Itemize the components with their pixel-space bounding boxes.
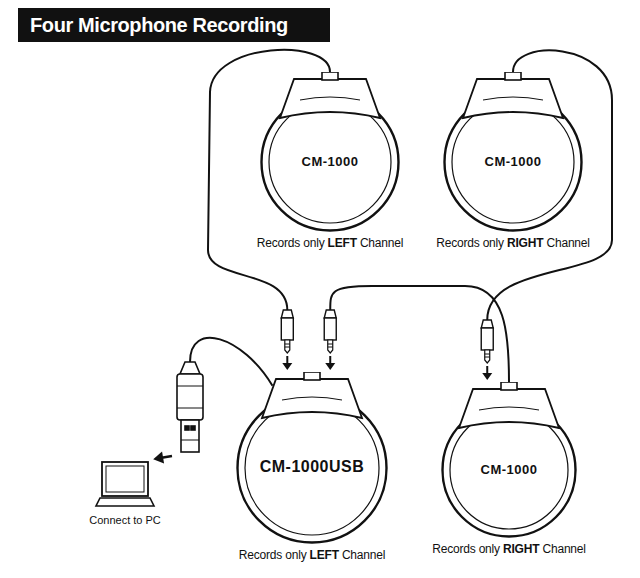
channel-caption: Records only RIGHT Channel: [436, 236, 590, 250]
usb-plug: [177, 362, 203, 452]
microphone: CM-1000Records only LEFT Channel: [260, 72, 400, 232]
pc-caption: Connect to PC: [84, 514, 166, 526]
microphone: CM-1000Records only RIGHT Channel: [443, 72, 583, 232]
model-name: CM-1000: [443, 154, 583, 169]
computer: Connect to PC: [84, 458, 166, 536]
microphone-body: [260, 72, 400, 232]
channel-caption: Records only RIGHT Channel: [432, 542, 586, 556]
cable: [324, 286, 509, 382]
microphone-body: [441, 382, 577, 538]
microphone-body: [443, 72, 583, 232]
title-bar: Four Microphone Recording: [18, 8, 330, 42]
microphone: CM-1000Records only RIGHT Channel: [441, 382, 577, 538]
channel-caption: Records only LEFT Channel: [239, 548, 385, 562]
title: Four Microphone Recording: [18, 8, 330, 42]
microphone: CM-1000USBRecords only LEFT Channel: [236, 372, 388, 544]
microphone-body: [236, 372, 388, 544]
model-name: CM-1000USB: [236, 458, 388, 476]
channel-caption: Records only LEFT Channel: [257, 236, 403, 250]
model-name: CM-1000: [260, 154, 400, 169]
model-name: CM-1000: [441, 462, 577, 477]
